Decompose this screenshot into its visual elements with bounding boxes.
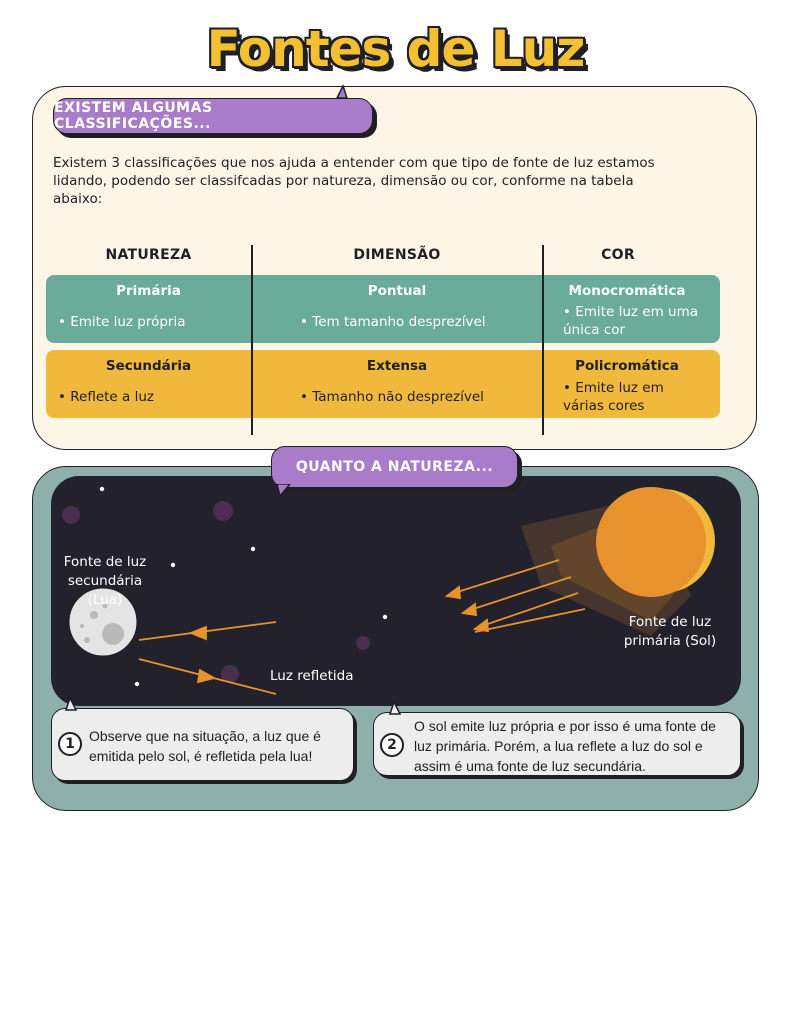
space-illustration [51, 476, 741, 706]
page-title-text: Fontes de Luz [206, 20, 586, 78]
star-icon [99, 486, 105, 492]
star-icon [134, 681, 140, 687]
table-row-secondary [46, 350, 720, 418]
moon-label: Fonte de luz secundária (Lua) [63, 554, 147, 608]
header-natureza: NATUREZA [105, 247, 192, 263]
space-scene [62, 486, 715, 695]
tag-tail-icon [276, 484, 291, 498]
tag-tail-icon [335, 84, 349, 99]
planet-icon [221, 665, 239, 683]
sunlight-arrows-icon [444, 559, 586, 633]
header-cor: COR [601, 247, 635, 263]
cell-pontual-text: • Tem tamanho desprezível [300, 314, 486, 330]
cell-secundaria-text: • Reflete a luz [58, 389, 154, 405]
star-icon [382, 614, 388, 620]
bubble-tail-icon [388, 701, 402, 715]
planet-icon [213, 501, 233, 521]
note-bubble-2 [373, 712, 741, 776]
cell-pontual-title: Pontual [367, 283, 427, 299]
note-bubble-1 [51, 708, 354, 781]
table-row-primary [46, 275, 720, 343]
star-icon [170, 562, 176, 568]
classifications-tag: EXISTEM ALGUMAS CLASSIFICAÇÕES... [53, 98, 373, 134]
planet-icon [356, 636, 370, 650]
cell-extensa-text: • Tamanho não desprezível [300, 389, 484, 405]
cell-policromatica-text: • Emite luz em várias cores [563, 380, 664, 414]
nature-tag: QUANTO A NATUREZA... [271, 446, 518, 488]
reflected-arrow-icon [138, 658, 277, 695]
star-icon [250, 546, 256, 552]
sun-label: Fonte de luz primária (Sol) [623, 614, 717, 649]
reflected-light-label: Luz refletida [270, 668, 354, 684]
classifications-tag-label: EXISTEM ALGUMAS CLASSIFICAÇÕES... [54, 100, 213, 132]
nature-tag-label: QUANTO A NATUREZA... [295, 459, 494, 475]
cell-monocromatica-title: Monocromática [568, 283, 686, 299]
intro-paragraph: Existem 3 classificações que nos ajuda a… [53, 155, 655, 207]
note-text-1: Observe que na situação, a luz que é emi… [89, 728, 321, 764]
cell-primaria-text: • Emite luz própria [58, 314, 186, 330]
header-dimensao: DIMENSÃO [353, 247, 441, 263]
cell-policromatica-title: Policromática [575, 358, 679, 374]
cell-primaria-title: Primária [116, 283, 181, 299]
bubble-tail-icon [64, 697, 78, 711]
page-title: Fontes de Luz [0, 20, 791, 78]
cell-extensa-title: Extensa [366, 358, 428, 374]
note-number-2: 2 [380, 733, 404, 757]
cell-monocromatica-text: • Emite luz em uma única cor [563, 304, 698, 338]
cell-secundaria-title: Secundária [105, 358, 192, 374]
note-number-1: 1 [58, 732, 82, 756]
column-divider [251, 245, 253, 435]
light-arrow-icon [138, 621, 277, 641]
column-divider [542, 245, 544, 435]
planet-icon [62, 506, 80, 524]
moon-icon [68, 587, 138, 657]
note-text-2: O sol emite luz própria e por isso é uma… [414, 718, 716, 774]
